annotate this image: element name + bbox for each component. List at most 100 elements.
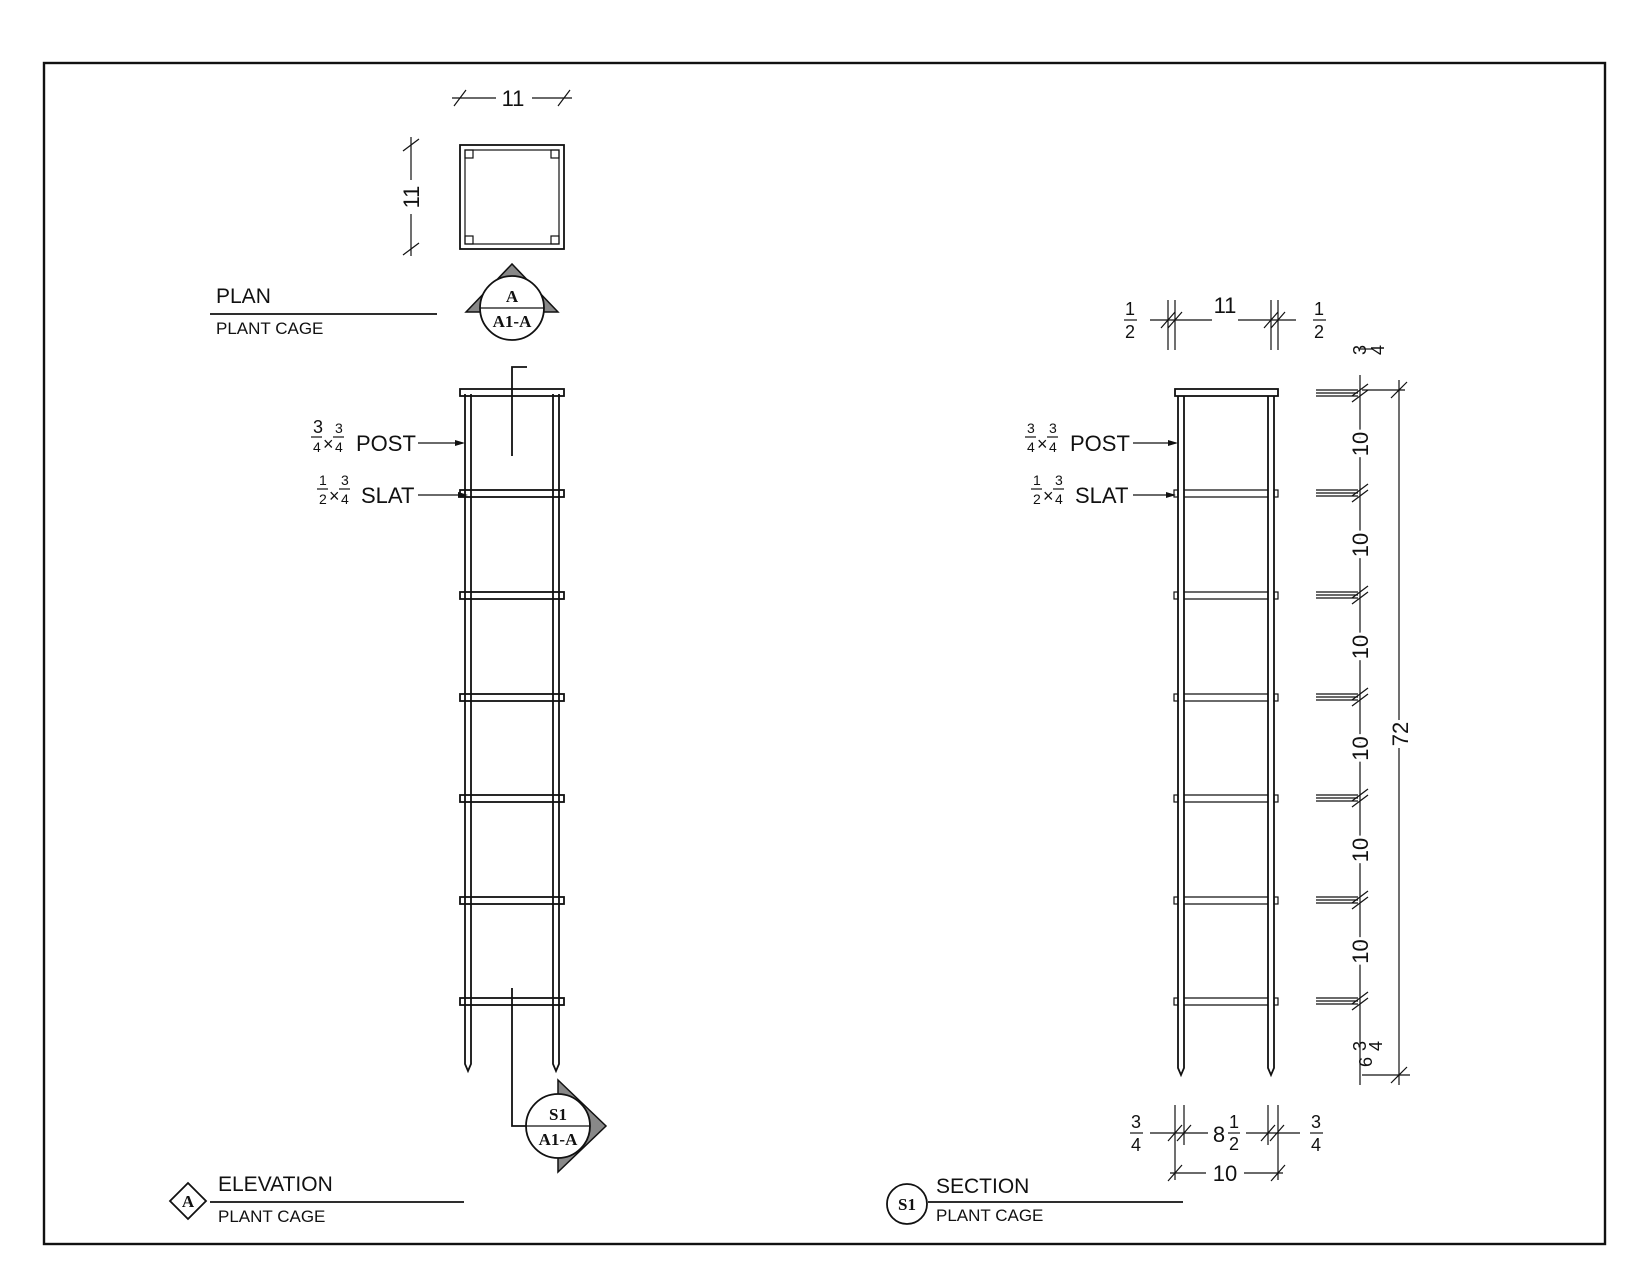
section-post-callout: 3 4 × 3 4 POST [1025, 420, 1178, 456]
plan-inner-square [464, 149, 560, 245]
elevation-post-callout: 3 4 × 3 4 POST [311, 417, 465, 456]
dim-frac-den: 4 [1366, 1041, 1386, 1051]
post-size-num: 3 [1027, 420, 1035, 436]
section-dim-spacing: 10 [1348, 939, 1373, 963]
section-title: SECTION [936, 1175, 1029, 1198]
elevation-section-marker: S1 A1-A [525, 1078, 608, 1174]
plan-post-corner [550, 235, 560, 245]
section-left-post [1177, 396, 1185, 1078]
section-slat [1173, 997, 1279, 1006]
section-dim-spacing: 10 [1348, 635, 1373, 659]
elevation-marker-top: S1 [549, 1105, 567, 1124]
slat-label: SLAT [361, 483, 414, 508]
plan-dim-depth: 11 [399, 186, 424, 209]
elevation-subtitle: PLANT CAGE [218, 1207, 325, 1226]
dim-frac-den: 4 [1131, 1135, 1141, 1155]
dim-frac-num: 1 [1229, 1112, 1239, 1132]
leader-arrowhead [1168, 440, 1178, 446]
dim-frac-den: 2 [1314, 322, 1324, 342]
dim-frac-den: 4 [1311, 1135, 1321, 1155]
post-label: POST [356, 431, 416, 456]
section-slat-label: SLAT [1075, 483, 1128, 508]
section-cut-line-bottom [511, 988, 528, 1127]
dim-frac-den: 2 [1125, 322, 1135, 342]
post-size-den2: 4 [335, 439, 343, 455]
section-bottom-dimensions: 3 4 8 1 2 3 4 10 [1130, 1105, 1323, 1186]
plan-outer-square [459, 144, 565, 250]
section-cut-line-top [511, 366, 527, 456]
elevation-tag: A [182, 1192, 195, 1211]
slat-size-num2: 3 [1055, 472, 1063, 488]
dim-whole: 8 [1213, 1122, 1225, 1147]
post-size-den: 4 [1027, 439, 1035, 455]
section-dim-total-height: 72 [1388, 722, 1413, 746]
section-subtitle: PLANT CAGE [936, 1206, 1043, 1225]
post-size-num: 3 [313, 417, 323, 437]
dim-frac-den: 2 [1229, 1134, 1239, 1154]
section-dim-spacing: 10 [1348, 838, 1373, 862]
section-dim-spacing: 10 [1348, 533, 1373, 557]
section-slat [1173, 693, 1279, 702]
section-view: 3 4 × 3 4 POST 1 2 × 3 4 SLAT [886, 293, 1413, 1225]
dim-frac-num: 1 [1125, 299, 1135, 319]
slat-size-den: 2 [319, 491, 327, 507]
leader-arrowhead [1166, 492, 1176, 498]
slat-size-den: 2 [1033, 491, 1041, 507]
elevation-marker-bottom: A1-A [539, 1130, 578, 1149]
section-tag-circle [886, 1183, 928, 1225]
section-top-dimensions: 11 1 2 1 2 [1124, 293, 1326, 350]
dim-frac-den: 4 [1368, 345, 1388, 355]
elevation-right-post [552, 394, 560, 1074]
post-size-den2: 4 [1049, 439, 1057, 455]
plan-post-corner [464, 149, 474, 159]
elevation-slat [459, 794, 565, 803]
section-slat [1173, 896, 1279, 905]
elevation-slat [459, 591, 565, 600]
dim-tick [402, 138, 420, 152]
dim-stub-whole: 6 [1356, 1057, 1376, 1067]
plan-subtitle: PLANT CAGE [216, 319, 323, 338]
post-size-den: 4 [313, 439, 321, 455]
section-dim-top-width: 11 [1214, 293, 1237, 318]
slat-size-x: × [1043, 486, 1054, 506]
dim-tick [402, 242, 420, 256]
section-slat [1173, 794, 1279, 803]
post-size-num2: 3 [335, 420, 343, 436]
plan-dim-width: 11 [502, 86, 525, 111]
section-post-label: POST [1070, 431, 1130, 456]
section-slat [1173, 591, 1279, 600]
elevation-slat [459, 693, 565, 702]
elevation-title: ELEVATION [218, 1173, 333, 1196]
sheet-border [42, 61, 1607, 1246]
elevation-tag-diamond [168, 1181, 208, 1221]
post-size-num2: 3 [1049, 420, 1057, 436]
dim-tick [453, 89, 467, 107]
elevation-slat [459, 489, 565, 498]
elevation-slat-callout: 1 2 × 3 4 SLAT [317, 472, 468, 508]
slat-size-x: × [329, 486, 340, 506]
dim-frac-num: 3 [1311, 1112, 1321, 1132]
section-dim-spacing: 10 [1348, 736, 1373, 760]
slat-size-den2: 4 [341, 491, 349, 507]
elevation-slat [459, 896, 565, 905]
plan-elevation-marker: A A1-A [464, 262, 560, 341]
dim-frac-num: 3 [1131, 1112, 1141, 1132]
section-top-cap [1174, 388, 1279, 397]
elevation-left-post [464, 394, 472, 1074]
section-right-post [1267, 396, 1275, 1078]
plan-post-corner [550, 149, 560, 159]
leader-arrowhead [458, 492, 468, 498]
post-size-x: × [323, 434, 334, 454]
dim-tick [557, 89, 571, 107]
post-size-x: × [1037, 434, 1048, 454]
plan-view: 11 11 A A1-A PLAN PLANT CAGE [210, 86, 572, 341]
slat-size-num: 1 [1033, 472, 1041, 488]
elevation-view: S1 A1-A 3 4 × 3 4 POST 1 2 × 3 4 SLAT [168, 366, 608, 1226]
dim-frac-num: 3 [1350, 345, 1370, 355]
dim-frac-num: 1 [1314, 299, 1324, 319]
leader-arrowhead [455, 440, 465, 446]
plan-title: PLAN [216, 285, 271, 308]
plan-marker-bottom: A1-A [493, 312, 532, 331]
